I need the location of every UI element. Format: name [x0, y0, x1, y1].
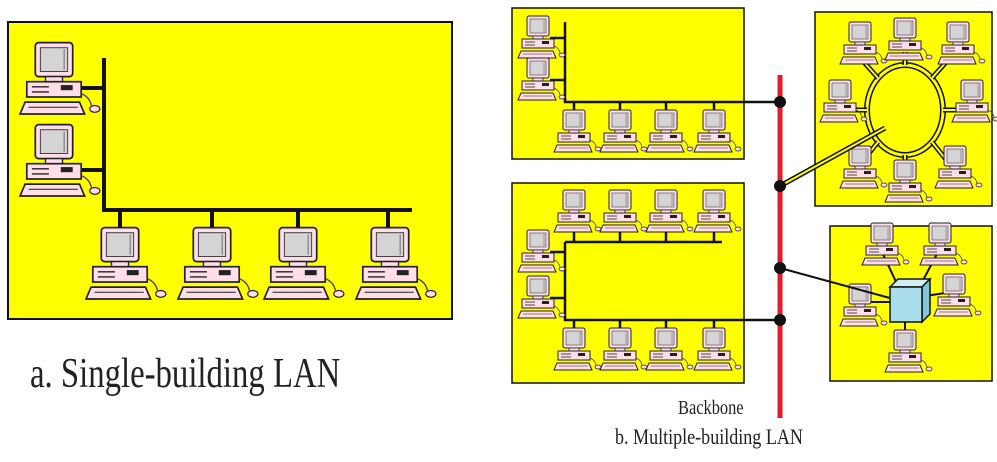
caption-multiple-building: b. Multiple-building LAN	[615, 424, 803, 449]
caption-single-building: a. Single-building LAN	[30, 351, 341, 397]
backbone-junctions	[774, 96, 786, 326]
hub-icon	[888, 277, 932, 324]
bus-cable	[79, 58, 412, 238]
token-ring-icon	[864, 62, 946, 158]
backbone-links	[778, 125, 891, 299]
backbone-label: Backbone	[678, 397, 744, 419]
